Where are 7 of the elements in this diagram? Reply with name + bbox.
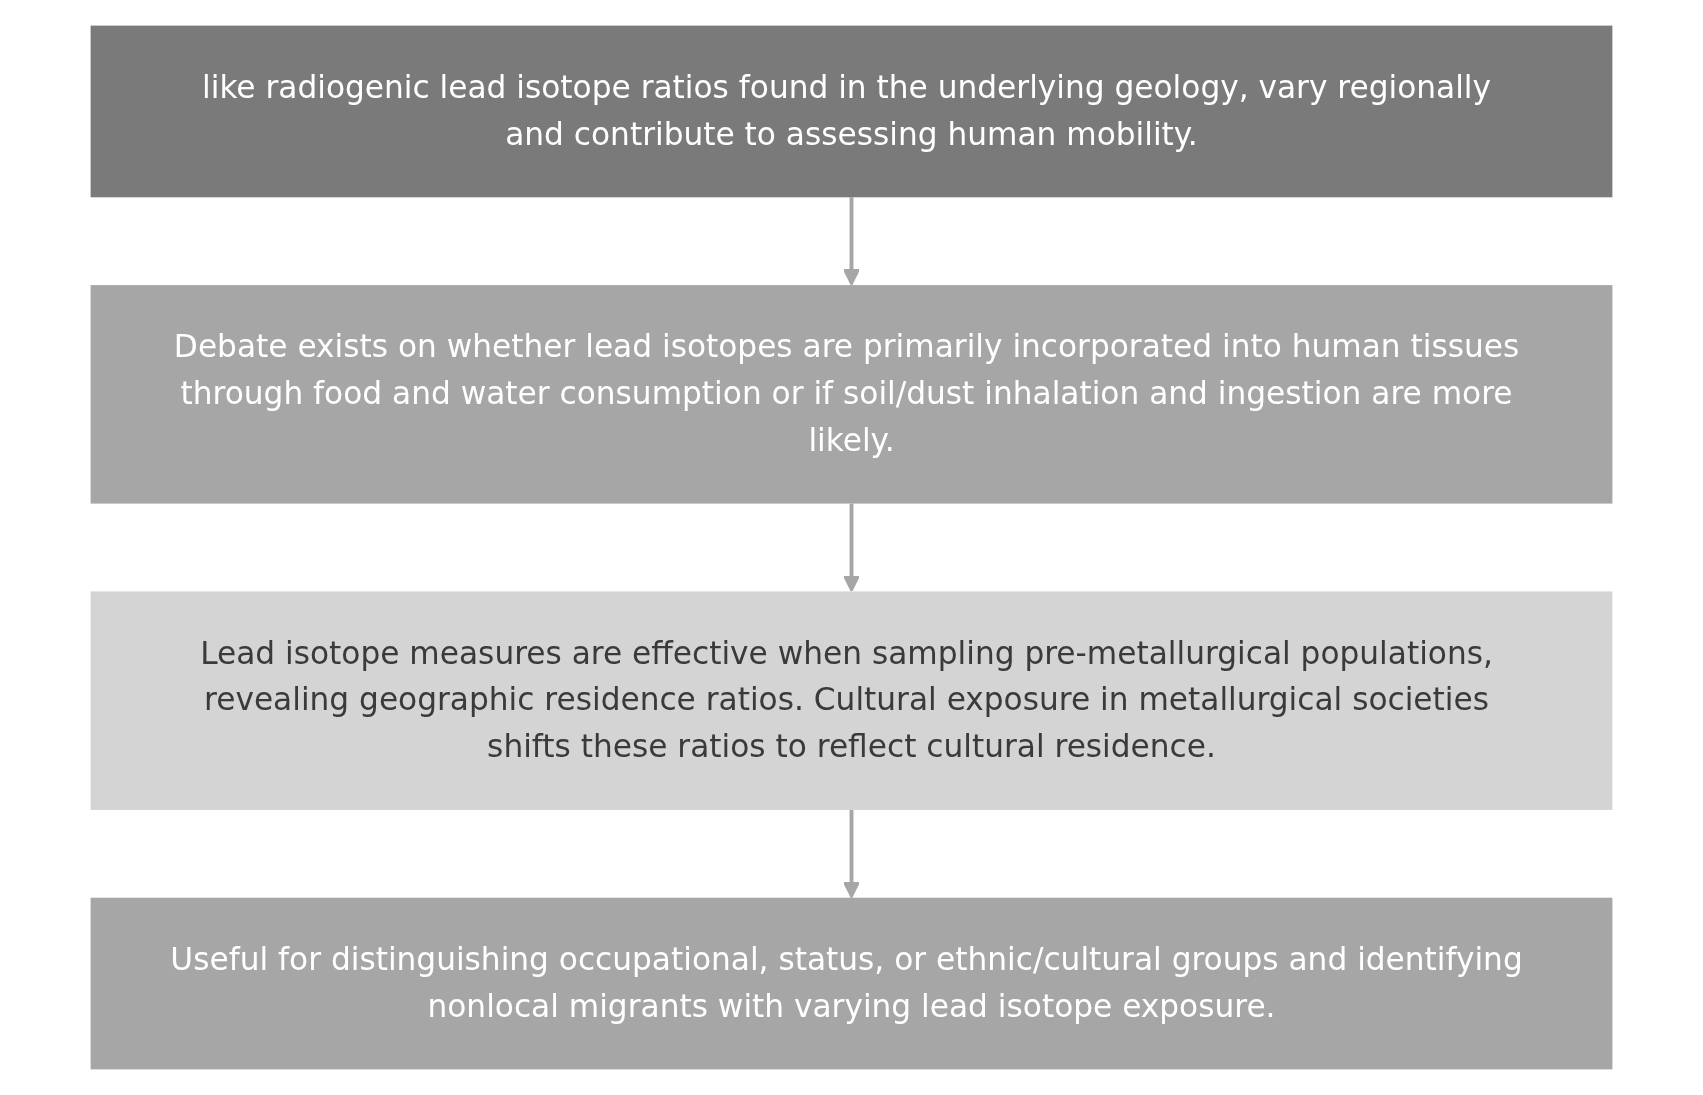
node-box: like radiogenic lead isotope ratios found in the underlying geology, vary regionally and contribute to assessing human mobility. <box>90 25 1613 198</box>
node-box: Debate exists on whether lead isotopes are primarily incorporated into human tissues through food and water consumption or if soil/dust inhalation and ingestion are more likely. <box>90 285 1613 504</box>
arrow <box>842 809 861 899</box>
node-box: Lead isotope measures are effective when sampling pre-metallurgical populations, revealing geographic residence ratios. Cultural exposure in metallurgical societies shifts these ratios to reflect cultural residence. <box>90 591 1613 810</box>
arrow <box>842 197 861 286</box>
node-box: Useful for distinguishing occupational, status, or ethnic/cultural groups and identifying nonlocal migrants with varying lead isotope exposure. <box>90 897 1613 1070</box>
arrow <box>842 503 861 593</box>
